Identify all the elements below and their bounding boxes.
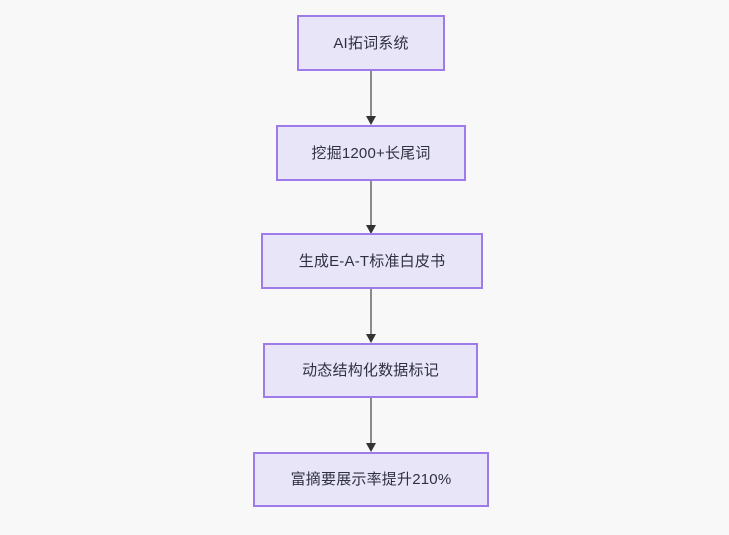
edge-line [370,181,372,226]
arrowhead-down-icon [366,334,376,343]
flowchart-node-label: 富摘要展示率提升210% [290,471,452,488]
arrowhead-down-icon [366,225,376,234]
flowchart-edge-n3-n4 [365,289,377,343]
edge-line [370,398,372,444]
flowchart-node-label: AI拓词系统 [333,34,409,52]
arrowhead-down-icon [366,443,376,452]
flowchart-edge-n2-n3 [365,181,377,234]
flowchart-node-n2[interactable]: 挖掘1200+长尾词 [276,125,466,181]
edge-line [370,289,372,335]
flowchart-node-label: 生成E-A-T标准白皮书 [298,252,446,270]
flowchart-node-label: 挖掘1200+长尾词 [311,144,431,162]
flowchart-node-n3[interactable]: 生成E-A-T标准白皮书 [261,233,483,289]
edge-line [370,71,372,117]
flowchart-node-label: 动态结构化数据标记 [302,362,439,379]
arrowhead-down-icon [366,116,376,125]
flowchart-edge-n4-n5 [365,398,377,452]
flowchart-edge-n1-n2 [365,71,377,125]
flowchart-node-n4[interactable]: 动态结构化数据标记 [263,343,478,398]
flowchart-node-n5[interactable]: 富摘要展示率提升210% [253,452,489,507]
flowchart-node-n1[interactable]: AI拓词系统 [297,15,445,71]
